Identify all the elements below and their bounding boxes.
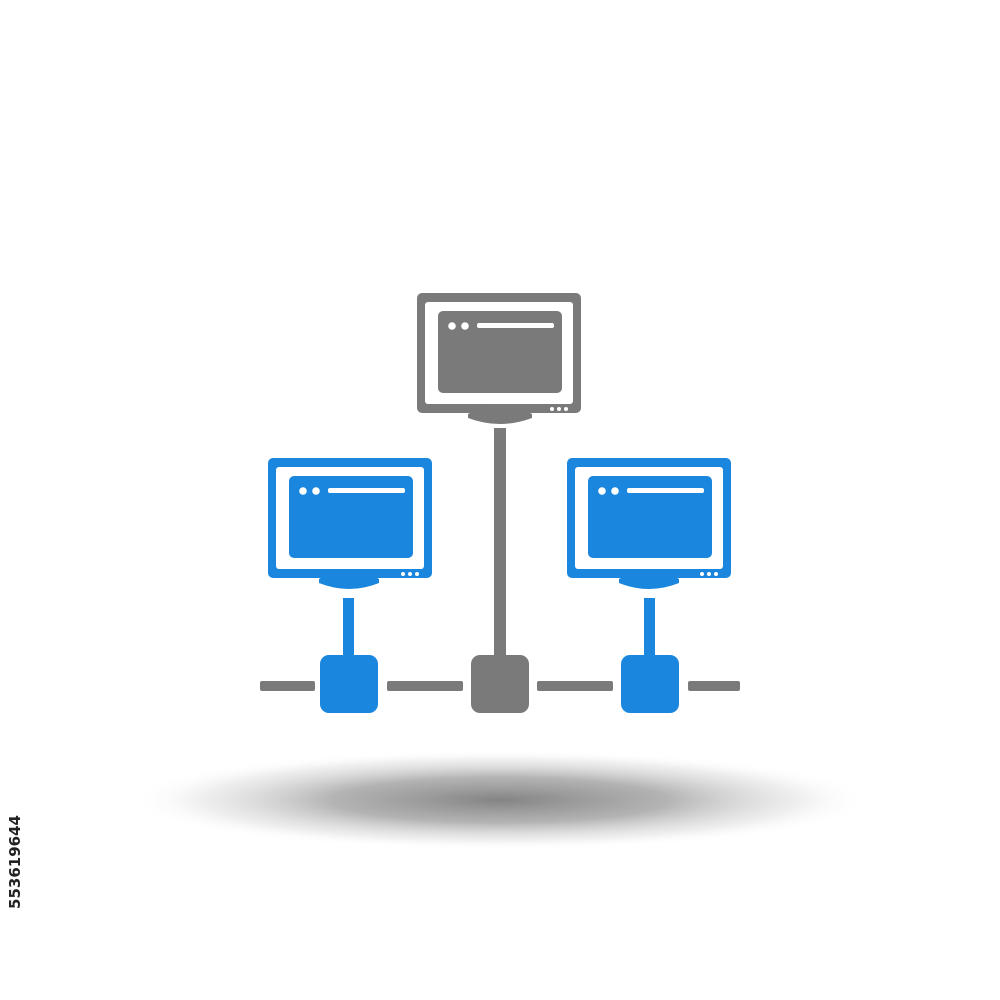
server-monitor-icon [417, 293, 581, 424]
client-monitor-right-icon [567, 458, 731, 589]
stock-id-strip: 553619644 [0, 0, 30, 1000]
center-hub-node [471, 655, 529, 713]
network-bus-line [260, 681, 740, 691]
right-hub-node [621, 655, 679, 713]
stock-id-label: 553619644 [6, 815, 24, 909]
floor-shadow [130, 750, 870, 850]
server-connector-line [494, 428, 506, 658]
right-client-connector-line [644, 598, 655, 658]
left-hub-node [320, 655, 378, 713]
left-client-connector-line [343, 598, 354, 658]
client-monitor-left-icon [268, 458, 432, 589]
